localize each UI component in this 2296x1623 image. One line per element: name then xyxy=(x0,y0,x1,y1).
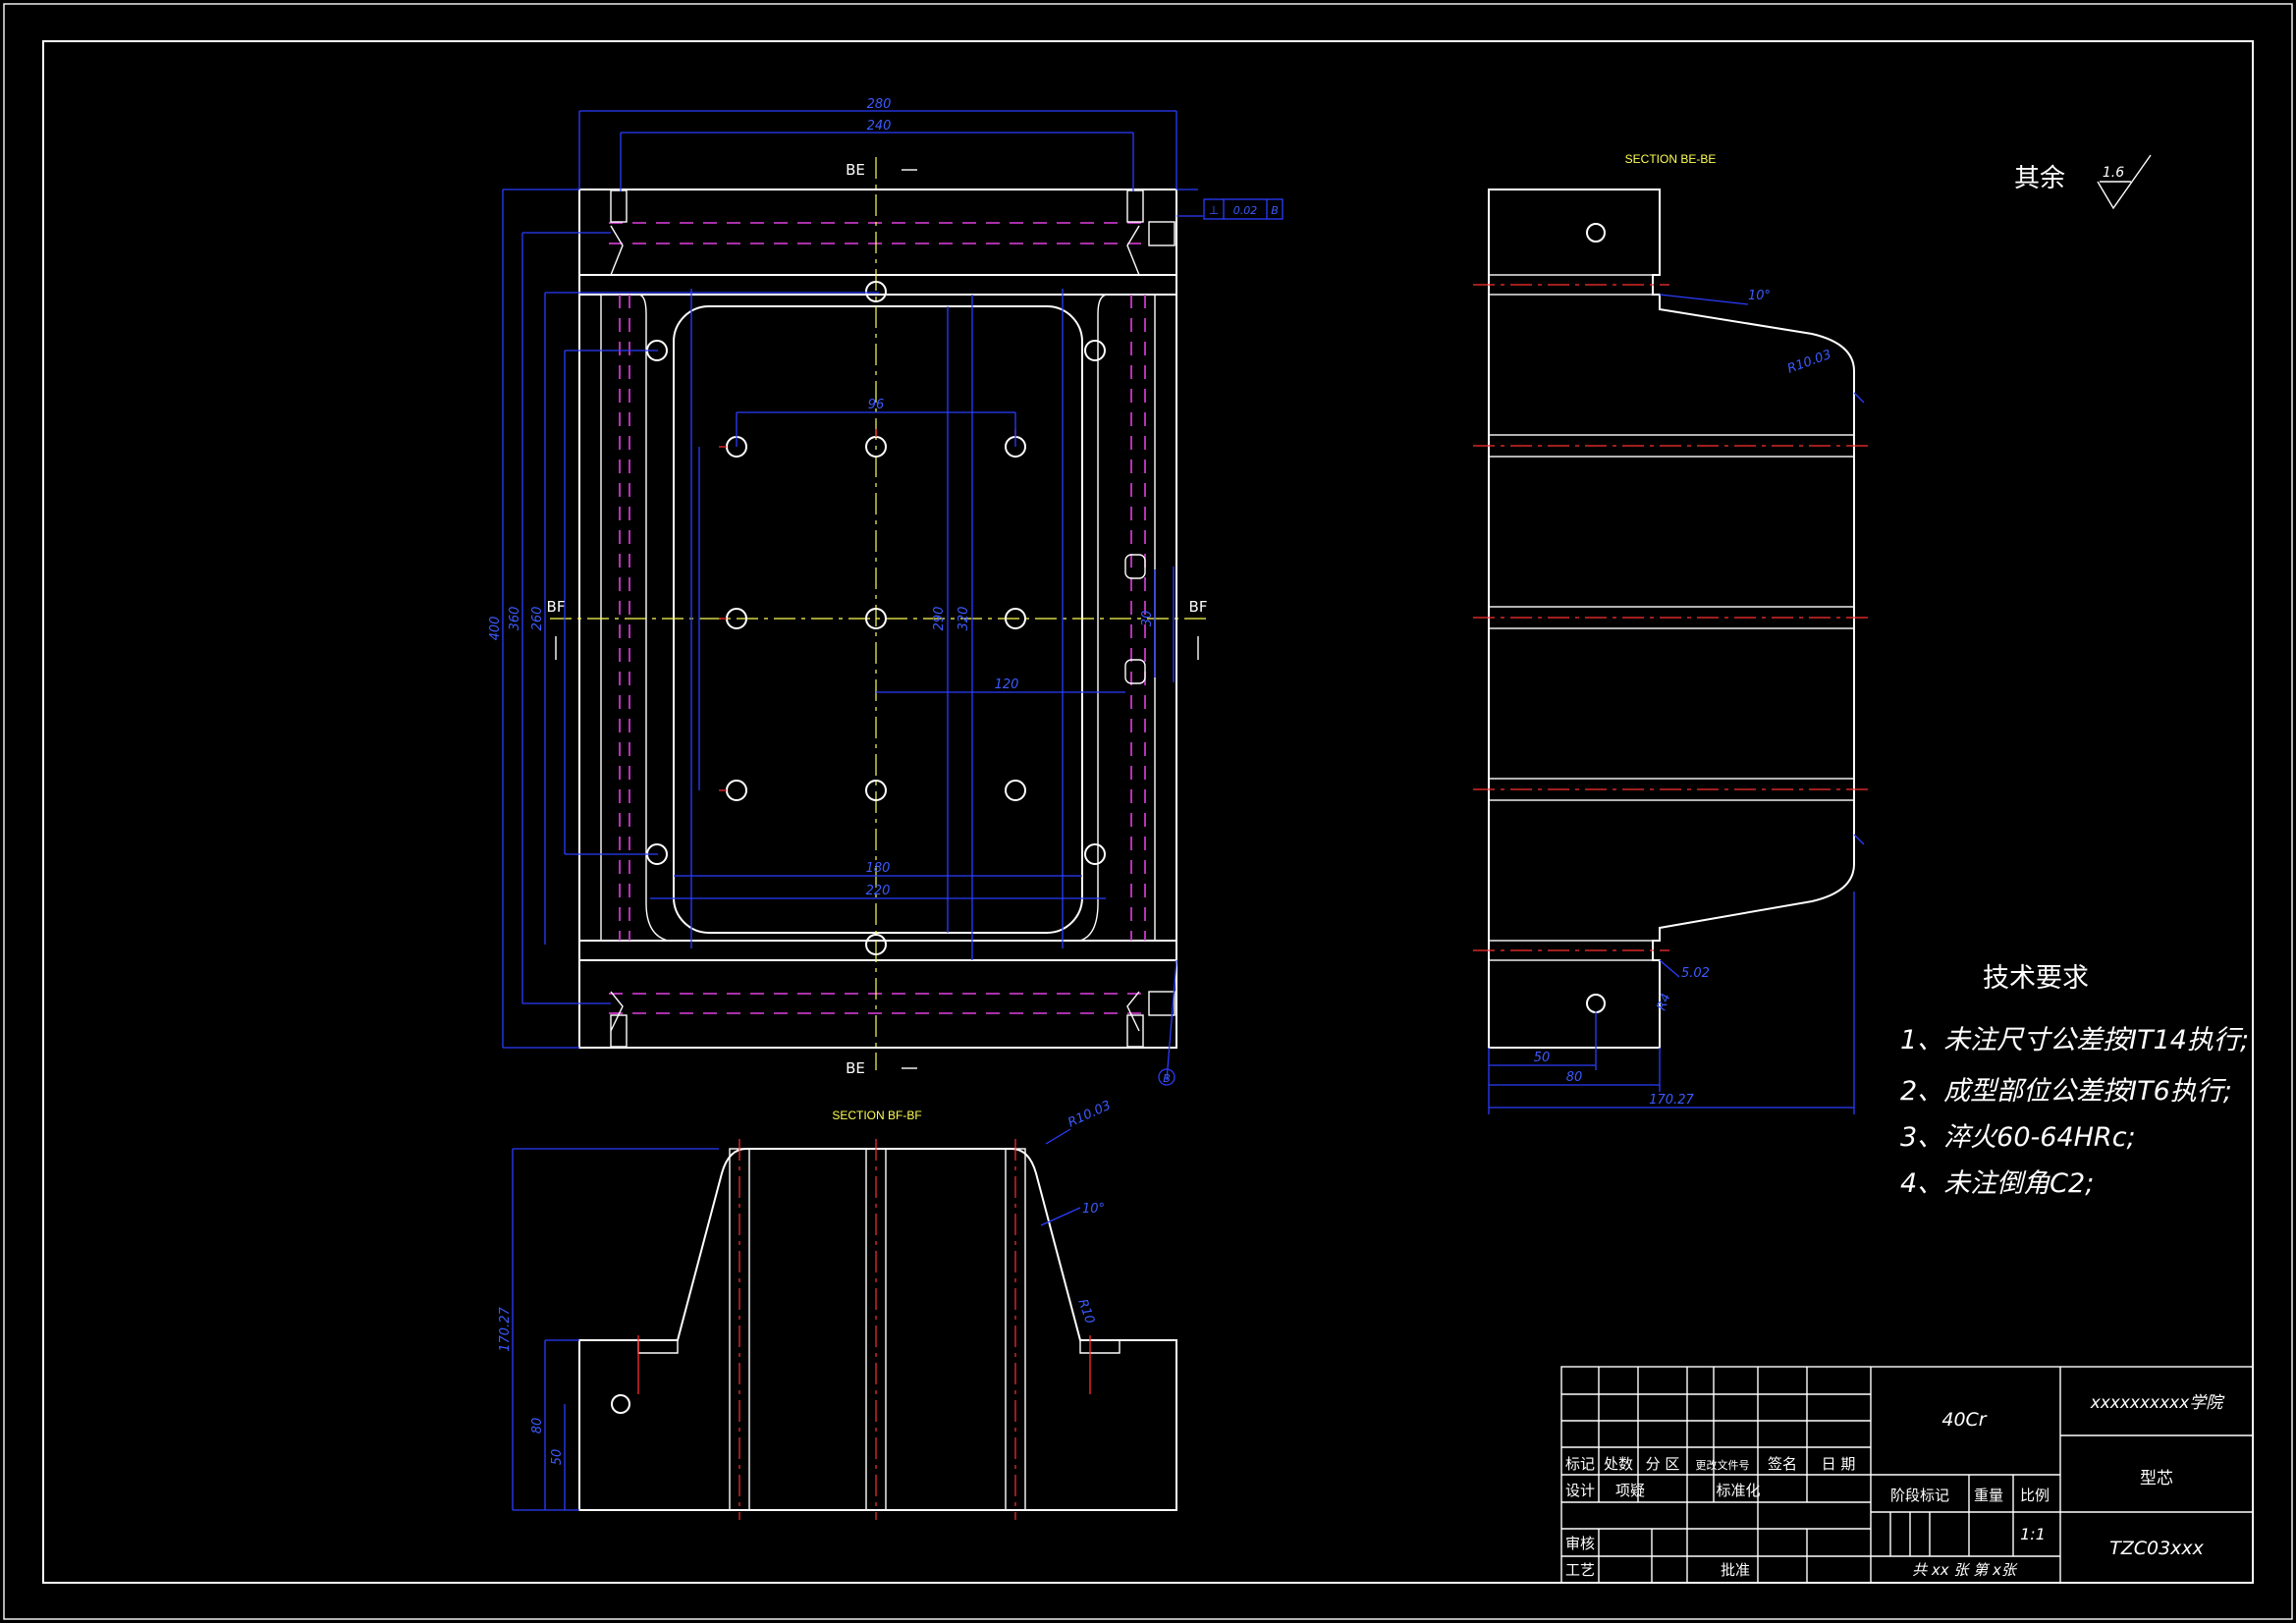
be-dim-gap: 5.02 xyxy=(1681,966,1710,981)
dim-inner-w2: 220 xyxy=(866,884,891,898)
requirement-1: 1、未注尺寸公差按IT14执行; xyxy=(1900,1025,2249,1055)
surface-finish: 其余 1.6 xyxy=(2014,154,2152,210)
dim-inner-w1: 180 xyxy=(866,861,891,876)
requirement-2: 2、成型部位公差按IT6执行; xyxy=(1900,1076,2232,1107)
dim-inner-h1: 290 xyxy=(932,607,947,631)
bf-dim-angle: 10° xyxy=(1082,1202,1105,1217)
outer-border xyxy=(3,3,2293,1620)
dim-hole-half: 120 xyxy=(995,677,1019,692)
dim-inner-h2: 320 xyxy=(957,607,971,631)
requirement-3: 3、淬火60-64HRc; xyxy=(1900,1122,2136,1153)
dim-top-overall: 280 xyxy=(867,97,892,112)
tb-header-count: 处数 xyxy=(1604,1455,1633,1473)
bf-dim-h2: 50 xyxy=(550,1449,565,1466)
be-dim-w2: 80 xyxy=(1566,1070,1583,1085)
requirement-4: 4、未注倒角C2; xyxy=(1900,1168,2094,1199)
hole-pattern xyxy=(646,281,1146,955)
be-dim-r3: R4 xyxy=(1655,992,1674,1012)
dim-left-overall: 400 xyxy=(488,617,503,641)
dim-hole-pitch: 96 xyxy=(868,398,885,412)
title-block: 标记 处数 分 区 更改文件号 签名 日 期 设计 项疑 标准化 审核 工艺 批… xyxy=(1560,1366,2254,1584)
tb-standardize: 标准化 xyxy=(1716,1482,1760,1499)
datum-b: B xyxy=(1163,1072,1171,1085)
tb-drawing-no: TZC03xxx xyxy=(2109,1538,2205,1559)
plan-view: 280 240 400 360 260 180 220 290 320 96 1… xyxy=(488,97,1284,1086)
be-dim-angle: 10° xyxy=(1748,289,1771,303)
dim-left-d2: 360 xyxy=(508,607,522,631)
tb-process: 工艺 xyxy=(1565,1561,1595,1579)
tol-symbol: ⊥ xyxy=(1209,203,1219,217)
dim-small-30: 30 xyxy=(1140,611,1155,627)
tb-design-label: 设计 xyxy=(1565,1482,1595,1499)
section-bf-view: SECTION BF-BF 170.27 80 50 R10.03 10° R1… xyxy=(498,1098,1177,1520)
section-mark-bf-right: BF xyxy=(1189,598,1208,616)
dim-top-inner: 240 xyxy=(867,119,892,134)
surface-finish-value: 1.6 xyxy=(2103,165,2124,181)
be-dim-w1: 50 xyxy=(1534,1051,1551,1065)
tb-scale: 1:1 xyxy=(2020,1525,2046,1543)
section-mark-be-top: BE xyxy=(846,161,865,179)
bf-dim-height: 170.27 xyxy=(498,1307,513,1352)
tb-header-date: 日 期 xyxy=(1822,1455,1856,1473)
section-mark-bf-left: BF xyxy=(547,598,566,616)
be-dim-width: 170.27 xyxy=(1649,1093,1694,1108)
tb-designer: 项疑 xyxy=(1615,1482,1645,1499)
section-be-title: SECTION BE-BE xyxy=(1625,152,1717,166)
bf-dim-r2: R10.03 xyxy=(1066,1098,1113,1130)
bf-dim-radius: R10 xyxy=(1074,1297,1097,1325)
tb-header-mark: 标记 xyxy=(1565,1455,1595,1473)
section-be-view: SECTION BE-BE 170.27 50 80 10° R10.03 5.… xyxy=(1473,152,1871,1114)
be-dim-r: R10.03 xyxy=(1785,348,1833,377)
bf-dim-h1: 80 xyxy=(530,1418,545,1434)
section-bf-title: SECTION BF-BF xyxy=(832,1109,921,1122)
tb-sheets: 共 xx 张 第 x张 xyxy=(1912,1561,2018,1579)
tb-approve: 批准 xyxy=(1721,1561,1750,1579)
tb-stage-mark: 阶段标记 xyxy=(1890,1487,1949,1504)
tol-datum: B xyxy=(1271,204,1279,217)
tb-review: 审核 xyxy=(1565,1535,1595,1552)
technical-requirements: 技术要求 1、未注尺寸公差按IT14执行; 2、成型部位公差按IT6执行; 3、… xyxy=(1900,963,2249,1199)
tol-value: 0.02 xyxy=(1233,204,1258,217)
tb-weight: 重量 xyxy=(1974,1487,2003,1504)
tb-header-sign: 签名 xyxy=(1768,1455,1797,1473)
section-mark-be-bottom: BE xyxy=(846,1059,865,1077)
tb-school: xxxxxxxxxx学院 xyxy=(2090,1393,2226,1413)
tb-header-docno: 更改文件号 xyxy=(1696,1458,1750,1472)
tb-scale-label: 比例 xyxy=(2020,1487,2050,1504)
tb-part-name: 型芯 xyxy=(2140,1469,2173,1488)
tb-header-zone: 分 区 xyxy=(1646,1455,1680,1473)
tb-material: 40Cr xyxy=(1941,1409,1987,1431)
dim-left-d3: 260 xyxy=(530,607,545,631)
requirements-heading: 技术要求 xyxy=(1983,963,2089,994)
inner-border xyxy=(42,40,2254,1584)
surface-finish-label: 其余 xyxy=(2014,164,2065,193)
